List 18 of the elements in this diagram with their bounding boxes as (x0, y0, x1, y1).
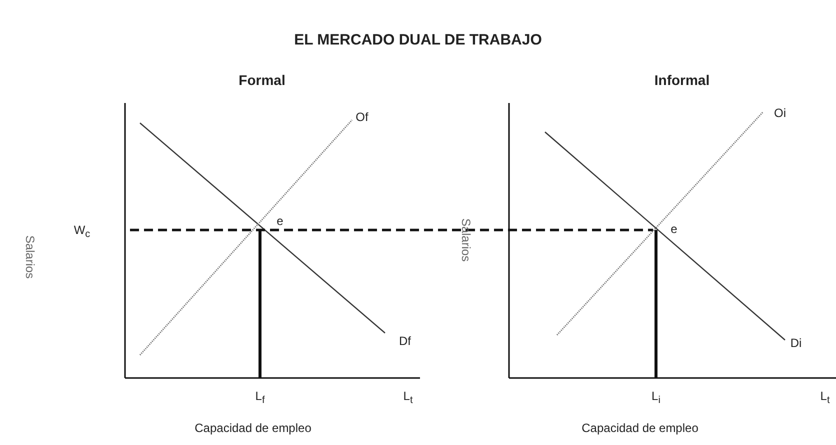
axis-tick-label: W$_{c}$ (74, 224, 90, 240)
axis-tick-label: L$_{t}$ (820, 390, 830, 406)
point-label: e (670, 223, 678, 235)
axis-title: Salarios (24, 235, 36, 279)
axis-tick-label: L$_{t}$ (403, 390, 413, 406)
axis-title: Salarios (460, 218, 472, 262)
chart-title: EL MERCADO DUAL DE TRABAJO (294, 32, 542, 48)
curve-label: Di (790, 337, 802, 349)
curve-label: Of (356, 111, 368, 123)
panel-title: Informal (654, 73, 710, 87)
panel-title: Formal (238, 73, 286, 87)
point-label: e (276, 215, 284, 227)
axis-title: Capacidad de empleo (194, 422, 312, 434)
axis-title: Capacidad de empleo (582, 422, 698, 434)
curve-label: Oi (774, 107, 786, 119)
axis-tick-label: L$_{i}$ (652, 390, 660, 406)
axis-tick-label: L$_{f}$ (255, 390, 265, 406)
curve-label: Df (399, 335, 411, 347)
